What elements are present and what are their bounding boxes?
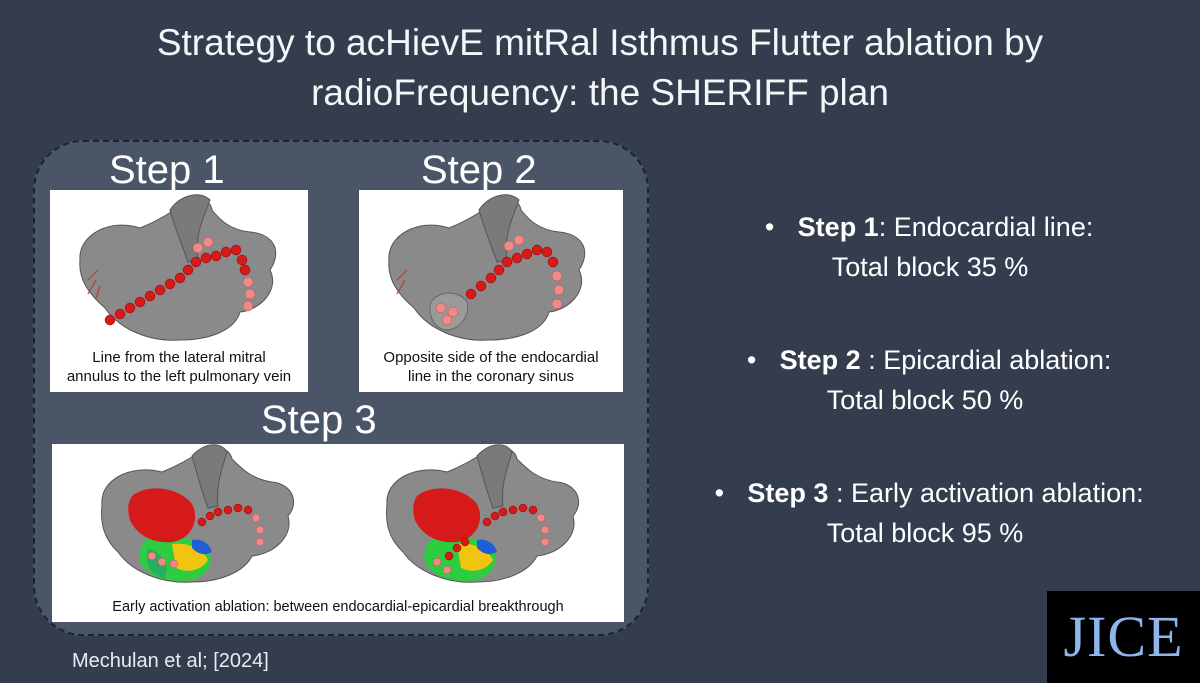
bullet-3-step: Step 3: [747, 478, 829, 508]
step-3-map-left: [101, 444, 294, 583]
citation: Mechulan et al; [2024]: [72, 650, 269, 672]
step-1-label: Step 1: [109, 148, 225, 192]
step-3-map-right: [386, 444, 579, 583]
bullet-3-desc: : Early activation ablation:: [828, 478, 1144, 508]
bullet-1-step: Step 1: [797, 212, 879, 242]
title-line-1: Strategy to acHievE mitRal Isthmus Flutt…: [156, 22, 1044, 63]
steps-panel: Step 1 Step 2 Line from the lateral mitr…: [33, 140, 649, 636]
step-2-heart-illustration: [388, 194, 586, 341]
step-1-caption-line-2: annulus to the left pulmonary vein: [66, 368, 292, 385]
step-3-image-card: Early activation ablation: between endoc…: [52, 444, 624, 622]
bullet-step-2: • Step 2 : Epicardial ablation: Total bl…: [650, 340, 1200, 420]
step-2-image-card: Opposite side of the endocardial line in…: [359, 190, 623, 392]
step-2-label: Step 2: [421, 148, 537, 192]
bullet-1-desc: : Endocardial line:: [878, 212, 1094, 242]
step-1-image-card: Line from the lateral mitral annulus to …: [50, 190, 308, 392]
bullet-step-1: • Step 1: Endocardial line: Total block …: [650, 207, 1200, 287]
step-2-caption-line-1: Opposite side of the endocardial: [383, 349, 599, 366]
step-3-activation-maps: [101, 444, 579, 583]
slide-title: Strategy to acHievE mitRal Isthmus Flutt…: [0, 18, 1200, 118]
bullet-1-result: Total block 35 %: [831, 252, 1029, 282]
title-line-2: radioFrequency: the SHERIFF plan: [311, 72, 889, 113]
step-3-label: Step 3: [261, 398, 377, 442]
bullet-2-result: Total block 50 %: [826, 385, 1024, 415]
bullet-2-step: Step 2: [779, 345, 861, 375]
step-1-caption: Line from the lateral mitral annulus to …: [50, 348, 308, 386]
step-2-caption: Opposite side of the endocardial line in…: [359, 348, 623, 386]
step-2-caption-line-2: line in the coronary sinus: [408, 368, 574, 385]
bullet-3-result: Total block 95 %: [826, 518, 1024, 548]
bullet-2-desc: : Epicardial ablation:: [860, 345, 1112, 375]
step-1-heart-illustration: [79, 194, 277, 341]
step-1-caption-line-1: Line from the lateral mitral: [92, 349, 266, 366]
jice-logo: JICE: [1047, 591, 1200, 683]
bullet-step-3: • Step 3 : Early activation ablation: To…: [650, 473, 1200, 553]
step-3-caption: Early activation ablation: between endoc…: [112, 599, 564, 615]
